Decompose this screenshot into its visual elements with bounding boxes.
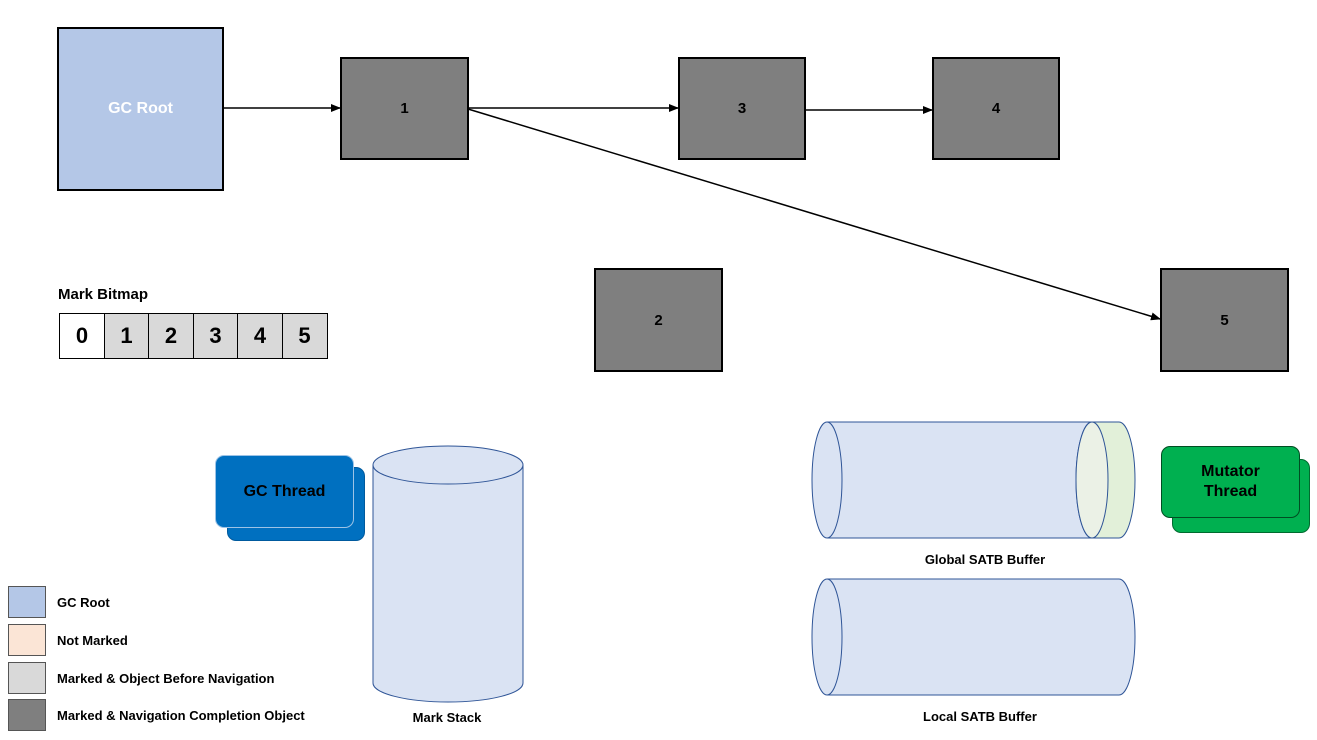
legend-item-navigation-complete: Marked & Navigation Completion Object — [8, 698, 305, 732]
mark-stack-label: Mark Stack — [412, 710, 482, 725]
object-node-label: 3 — [737, 100, 747, 117]
mark-bitmap-title: Mark Bitmap — [58, 286, 149, 303]
object-node-label: 4 — [991, 100, 1001, 117]
bitmap-cell-2: 2 — [148, 313, 194, 359]
mutator-thread-label: Mutator Thread — [1201, 463, 1260, 500]
object-node-label: 2 — [654, 311, 663, 329]
legend-label: GC Root — [57, 594, 110, 610]
object-node-2: 2 — [594, 268, 723, 372]
object-node-5: 5 — [1160, 268, 1289, 372]
global-satb-buffer-label: Global SATB Buffer — [924, 552, 1046, 567]
bitmap-cell-3: 3 — [192, 313, 239, 359]
legend-label: Not Marked — [57, 632, 128, 648]
gc-root-node: GC Root — [57, 27, 224, 191]
edge-1-5 — [467, 108, 1161, 321]
global-satb-buffer-cylinder — [811, 421, 1136, 539]
legend-item-gc-root: GC Root — [8, 585, 110, 619]
mutator-thread: Mutator Thread — [1161, 446, 1300, 518]
bitmap-cell-4: 4 — [237, 313, 283, 359]
object-node-1: 1 — [340, 57, 469, 160]
mark-stack-cylinder — [372, 445, 524, 703]
legend-swatch — [8, 586, 46, 618]
object-node-label: 1 — [400, 100, 409, 117]
mark-bitmap: 0 1 2 3 4 5 — [59, 313, 328, 359]
object-node-label: 5 — [1220, 311, 1229, 329]
local-satb-buffer-cylinder — [811, 578, 1136, 696]
local-satb-buffer-label: Local SATB Buffer — [923, 709, 1037, 724]
legend-swatch — [8, 662, 46, 694]
gc-thread: GC Thread — [215, 455, 354, 528]
bitmap-cell-5: 5 — [281, 313, 328, 359]
object-node-4: 4 — [932, 57, 1060, 160]
legend-label: Marked & Object Before Navigation — [57, 670, 275, 686]
object-node-3: 3 — [678, 57, 806, 160]
gc-root-label: GC Root — [108, 100, 173, 117]
legend-item-not-marked: Not Marked — [8, 623, 128, 657]
legend-item-marked-before-navigation: Marked & Object Before Navigation — [8, 661, 274, 695]
bitmap-cell-1: 1 — [103, 313, 150, 359]
legend-swatch — [8, 624, 46, 656]
legend-swatch — [8, 699, 46, 731]
gc-thread-label: GC Thread — [243, 482, 326, 500]
legend-label: Marked & Navigation Completion Object — [57, 707, 305, 723]
bitmap-cell-0: 0 — [59, 313, 105, 359]
